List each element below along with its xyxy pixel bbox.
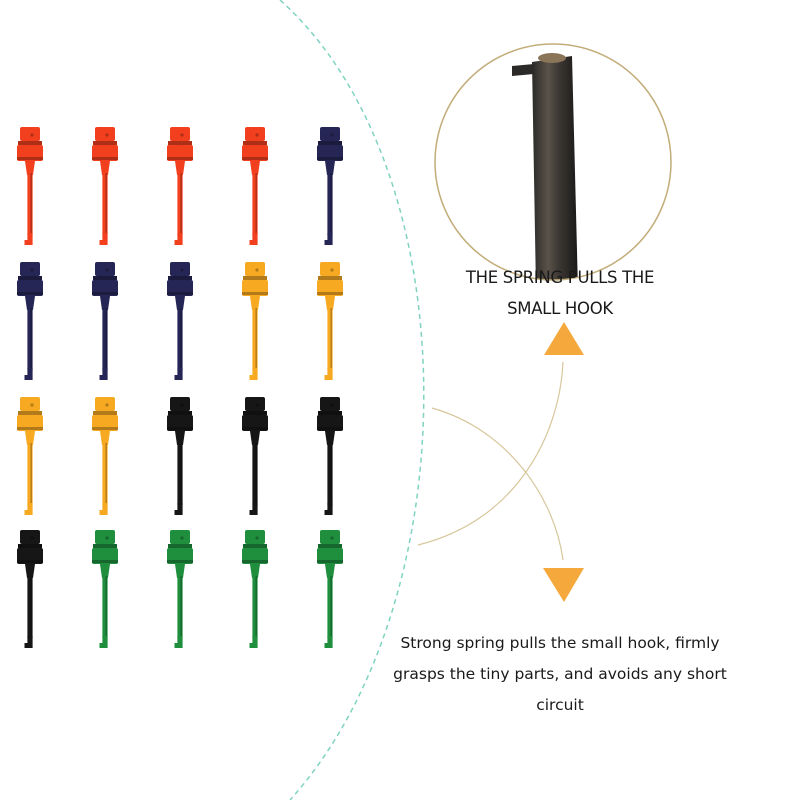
- test-hook-clip-black: [242, 397, 268, 515]
- test-hook-clip-green: [317, 530, 343, 648]
- test-hook-clip-red: [17, 127, 43, 245]
- test-hook-clip-yellow: [317, 262, 343, 380]
- test-hook-clip-green: [92, 530, 118, 648]
- dashed-divider-arc: [279, 0, 425, 800]
- test-hook-clips: [17, 127, 343, 648]
- zoomed-hook-tip: [512, 64, 534, 76]
- test-hook-clip-navy: [92, 262, 118, 380]
- arrow-curve-down: [431, 407, 564, 561]
- test-hook-clip-black: [17, 530, 43, 648]
- test-hook-clip-navy: [317, 127, 343, 245]
- test-hook-clip-red: [92, 127, 118, 245]
- arrow-head-down-icon: [543, 568, 584, 602]
- test-hook-clip-yellow: [17, 397, 43, 515]
- zoomed-hook-shaft: [532, 56, 578, 280]
- test-hook-clip-navy: [17, 262, 43, 380]
- arrow-curve-up: [417, 361, 564, 546]
- test-hook-clip-black: [167, 397, 193, 515]
- description-caption: Strong spring pulls the small hook, firm…: [393, 634, 727, 714]
- test-hook-clip-black: [317, 397, 343, 515]
- test-hook-clip-green: [167, 530, 193, 648]
- test-hook-clip-navy: [167, 262, 193, 380]
- zoom-detail: [434, 43, 672, 281]
- arrow-head-up-icon: [544, 322, 584, 355]
- test-hook-clip-green: [242, 530, 268, 648]
- test-hook-clip-yellow: [92, 397, 118, 515]
- zoom-circle: [434, 43, 672, 281]
- test-hook-clip-red: [167, 127, 193, 245]
- test-hook-clip-red: [242, 127, 268, 245]
- zoom-caption: THE SPRING PULLS THE SMALL HOOK: [465, 268, 655, 318]
- test-hook-clip-yellow: [242, 262, 268, 380]
